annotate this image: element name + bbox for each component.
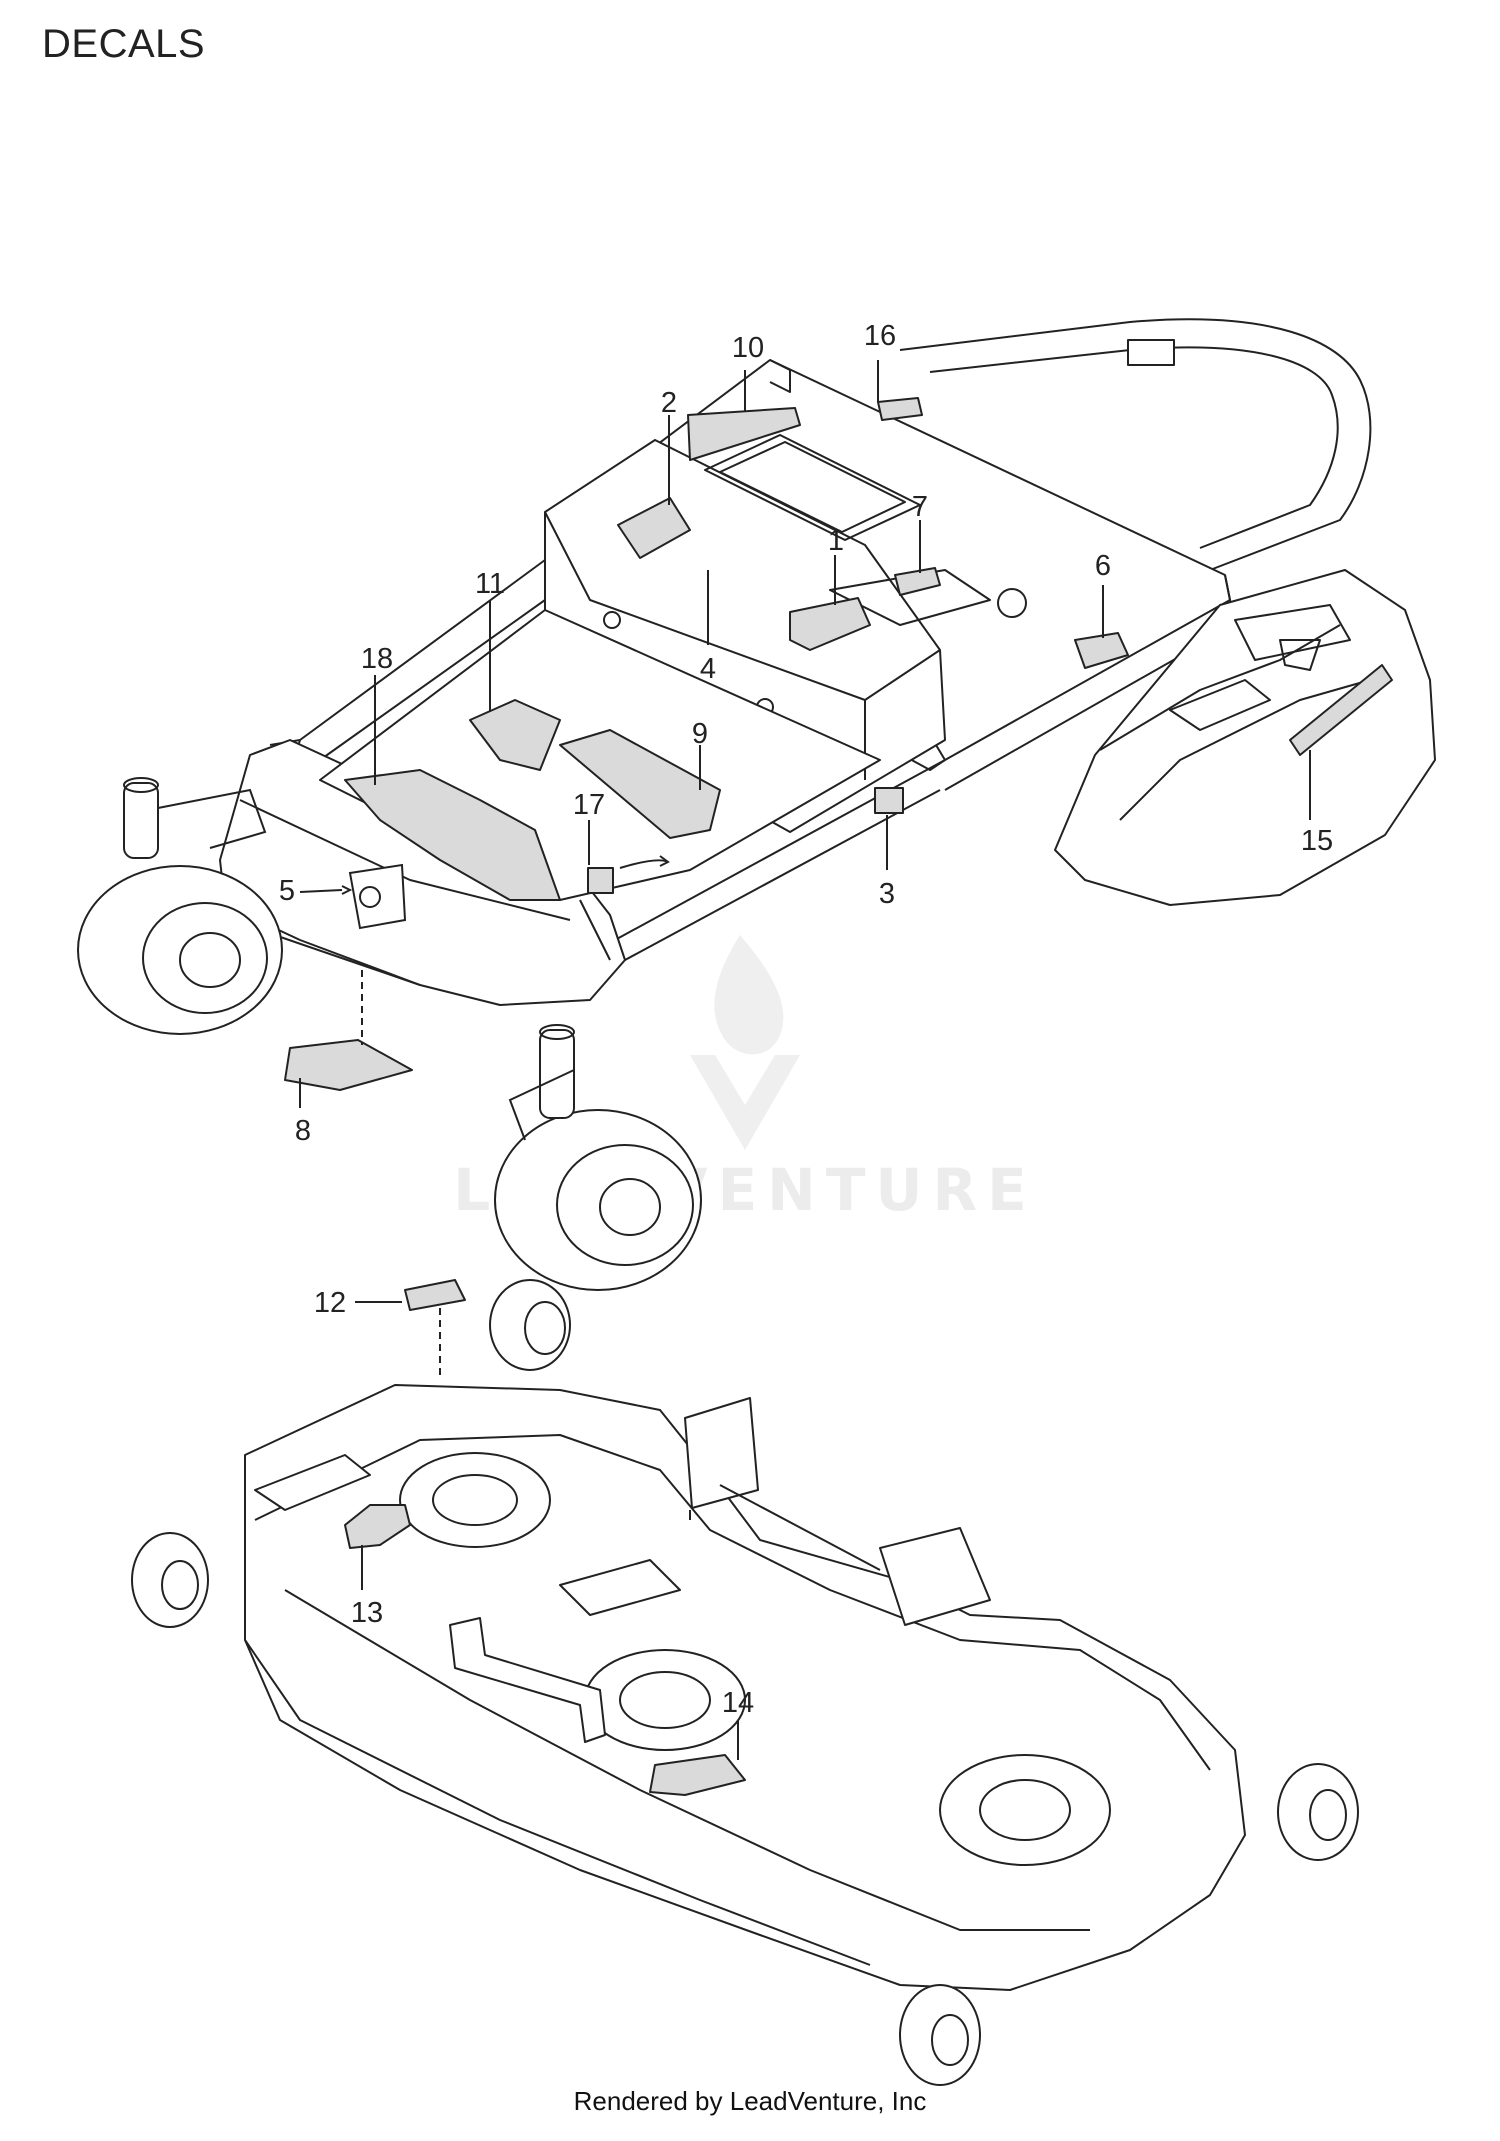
decal-8 <box>284 1039 413 1091</box>
callout-7: 7 <box>912 491 928 523</box>
decal-3 <box>874 787 904 814</box>
deck-wheel-left <box>131 1532 209 1628</box>
decal-13 <box>344 1504 411 1549</box>
decal-18 <box>344 769 561 901</box>
decal-15 <box>1289 664 1393 756</box>
callout-4: 4 <box>700 653 716 685</box>
callout-12: 12 <box>314 1287 346 1319</box>
callouts: 1 2 3 4 5 6 7 8 9 10 11 12 13 14 15 16 1… <box>279 320 1333 1719</box>
callout-14: 14 <box>722 1687 754 1719</box>
leader-lines <box>299 360 1311 1760</box>
decals-deck <box>344 1279 746 1796</box>
decal-9 <box>559 729 721 839</box>
decal-1 <box>789 597 871 651</box>
decal-10 <box>687 407 801 461</box>
callout-11: 11 <box>475 568 505 600</box>
front-caster-right <box>494 1024 702 1291</box>
footer-credit: Rendered by LeadVenture, Inc <box>573 2086 927 2116</box>
decal-12 <box>404 1279 466 1311</box>
logo-badge <box>348 863 407 930</box>
callout-3: 3 <box>879 878 895 910</box>
decal-14 <box>649 1754 746 1796</box>
callout-8: 8 <box>295 1115 311 1147</box>
decal-11 <box>469 699 561 771</box>
callout-6: 6 <box>1095 550 1111 582</box>
deck-wheel-rear-left <box>489 1279 571 1371</box>
decal-16 <box>877 397 923 421</box>
callout-17: 17 <box>573 789 605 821</box>
mower-deck <box>244 1384 1246 1991</box>
decals-upper <box>284 397 1393 1091</box>
callout-2: 2 <box>661 387 677 419</box>
callout-5: 5 <box>279 875 295 907</box>
decal-7 <box>894 567 941 596</box>
callout-1: 1 <box>828 525 844 557</box>
callout-15: 15 <box>1301 825 1333 857</box>
decal-17 <box>587 867 614 894</box>
page-title: DECALS <box>42 22 206 66</box>
front-caster-left <box>77 777 283 1035</box>
callout-9: 9 <box>692 718 708 750</box>
decal-2 <box>617 497 691 559</box>
callout-13: 13 <box>351 1597 383 1629</box>
callout-18: 18 <box>361 643 393 675</box>
callout-10: 10 <box>732 332 764 364</box>
rear-fender <box>1054 569 1436 906</box>
deck-wheels <box>131 1279 1359 2086</box>
callout-16: 16 <box>864 320 896 352</box>
